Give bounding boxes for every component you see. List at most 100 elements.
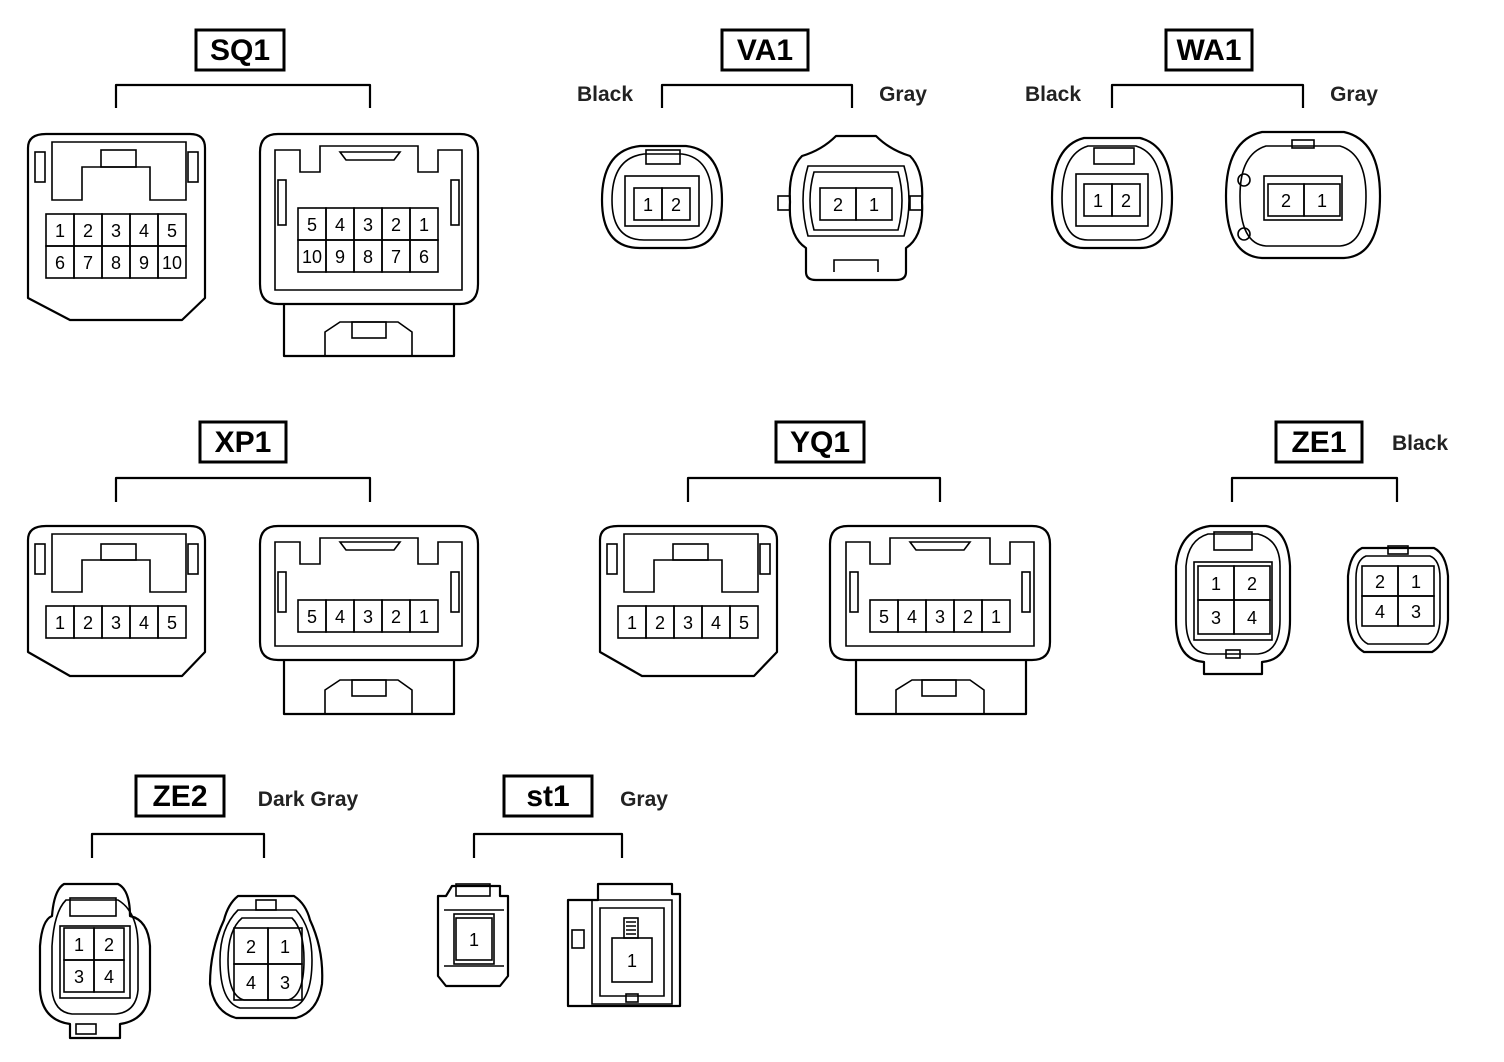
wire-color: Dark Gray [258,788,359,811]
pin-cell [661,187,691,221]
connector-female-view: 1 [436,883,510,988]
pin-number: 4 [246,973,256,993]
wire-color-left: Black [577,83,633,106]
pin-number: 3 [111,613,121,633]
bracket [472,832,624,858]
wire-color-right: Gray [1330,83,1378,106]
pin-number: 3 [1411,602,1421,622]
pin-number: 2 [1121,191,1131,211]
pin-number: 3 [363,215,373,235]
pin-number: 1 [74,935,84,955]
connector-title: ZE1 [1291,426,1346,459]
pin-number: 2 [833,195,843,215]
pin-cell [1303,183,1341,217]
pin-number: 4 [1375,602,1385,622]
pin-number: 4 [335,607,345,627]
pin-number: 2 [1247,574,1257,594]
pin-cell [729,605,759,639]
pin-cell [267,963,303,1001]
pin-number: 8 [111,253,121,273]
bracket [686,476,942,502]
connector-label-box [194,28,286,72]
pin-number: 5 [307,607,317,627]
pin-number: 7 [391,247,401,267]
pin-number: 4 [104,967,114,987]
pin-number: 5 [167,221,177,241]
pin-number: 1 [55,221,65,241]
pin-number: 6 [419,247,429,267]
pin-number: 2 [1375,572,1385,592]
pin-number: 2 [963,607,973,627]
pin-number: 1 [1411,572,1421,592]
pin-number: 4 [1247,608,1257,628]
connector-male-view: 2 1 4 3 [208,894,324,1020]
connector-title: ZE2 [152,780,207,813]
pin-cell [981,599,1011,633]
pin-number: 9 [139,253,149,273]
pin-cell [1233,599,1271,635]
pin-cell [93,959,125,993]
pin-number: 5 [739,613,749,633]
pin-number: 2 [391,215,401,235]
pin-cell [157,605,187,639]
pin-cell [1397,595,1435,627]
connector-title: YQ1 [790,426,850,459]
connector-male-view: 1 [566,882,682,1008]
connector-title: XP1 [215,426,272,459]
connector-title: st1 [526,780,569,813]
pin-number: 10 [302,247,322,267]
pin-number: 1 [469,930,479,950]
pin-number: 2 [655,613,665,633]
pin-cell [157,245,187,279]
connector-title: WA1 [1176,34,1241,67]
pin-cell [409,239,439,273]
pin-number: 4 [907,607,917,627]
pin-number: 4 [139,613,149,633]
bracket [660,83,854,108]
pin-number: 3 [935,607,945,627]
pin-number: 9 [335,247,345,267]
pin-number: 1 [1317,191,1327,211]
pin-number: 5 [167,613,177,633]
pin-number: 1 [419,607,429,627]
pin-number: 1 [419,215,429,235]
pin-number: 1 [55,613,65,633]
pin-number: 7 [83,253,93,273]
pin-number: 2 [104,935,114,955]
wire-color-right: Gray [879,83,927,106]
pin-number: 4 [711,613,721,633]
pin-number: 2 [83,613,93,633]
pin-number: 2 [246,937,256,957]
connector-male-view: 2 1 4 3 [1346,545,1450,654]
pin-number: 1 [280,937,290,957]
pin-number: 1 [627,613,637,633]
pin-number: 1 [627,951,637,971]
pin-number: 1 [1211,574,1221,594]
pin-number: 3 [280,973,290,993]
connector-st1: st1 Gray 1 1 [436,774,682,1008]
connector-title: SQ1 [210,34,270,67]
pin-number: 2 [1281,191,1291,211]
pin-number: 1 [1093,191,1103,211]
pin-number: 10 [162,253,182,273]
bracket [114,83,372,108]
pin-number: 2 [83,221,93,241]
pin-number: 6 [55,253,65,273]
bracket [1230,476,1399,502]
pin-number: 5 [307,215,317,235]
pin-cell [455,917,493,961]
pin-number: 3 [683,613,693,633]
